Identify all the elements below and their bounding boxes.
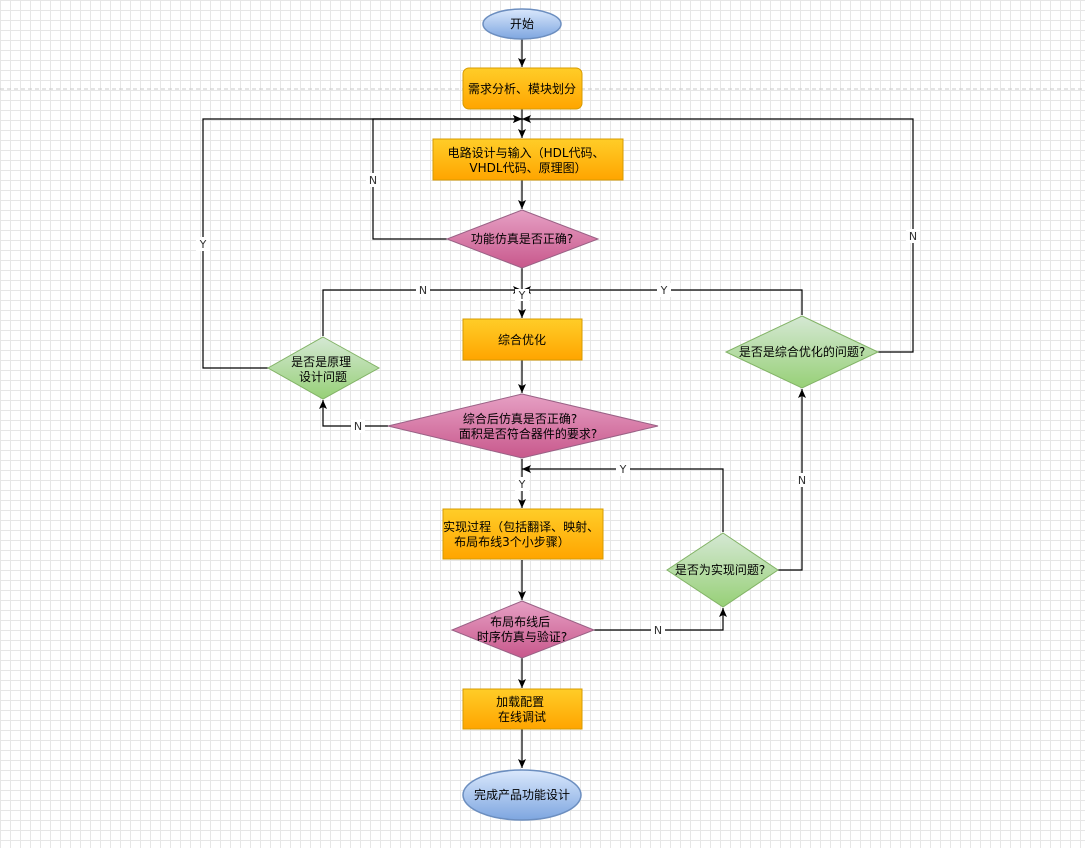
post-synth-decision: 综合后仿真是否正确? 面积是否符合器件的要求? (387, 393, 659, 459)
synth-issue-decision-label: 是否是综合优化的问题? (739, 344, 865, 359)
svg-text:布局布线后 时序仿真与验证?: 布局布线后 时序仿真与验证? (477, 615, 567, 644)
requirements-node-label: 需求分析、模块划分 (468, 82, 576, 96)
post-synth-label-line1: 综合后仿真是否正确? (463, 411, 577, 426)
edge-label-postsynth-yes: Y (518, 478, 526, 491)
svg-text:电路设计与输入（HDL代码、 VHDL代码、原理: 电路设计与输入（HDL代码、 VHDL代码、原理图） (448, 145, 609, 175)
svg-text:综合后仿真是否正确? 面积是否符合器件的要求?: 综合后仿真是否正确? 面积是否符合器件的要求? (459, 411, 597, 441)
func-sim-decision: 功能仿真是否正确? (445, 209, 600, 269)
implementation-label-line1: 实现过程（包括翻译、映射、 (443, 519, 599, 534)
circuit-design-label-line2: VHDL代码、原理图） (469, 161, 586, 175)
edge-synthissue-yes (522, 286, 803, 315)
impl-issue-decision-label: 是否为实现问题? (675, 562, 765, 577)
svg-text:加载配置 在线调试: 加载配置 在线调试 (496, 695, 548, 724)
start-node: 开始 (482, 8, 562, 40)
timing-decision: 布局布线后 时序仿真与验证? (450, 600, 596, 659)
edge-label-synthissue-no: N (909, 230, 917, 243)
configure-label-line1: 加载配置 (496, 695, 544, 709)
edge-label-schematic-no: N (419, 284, 427, 297)
synthesis-node: 综合优化 (462, 318, 583, 361)
finish-node-label: 完成产品功能设计 (474, 787, 570, 802)
circuit-design-label-line1: 电路设计与输入（HDL代码、 (448, 145, 605, 160)
svg-text:实现过程（包括翻译、映射、 布局布线3个小步骤）: 实现过程（包括翻译、映射、 布局布线3个小步骤） (443, 519, 603, 549)
start-node-label: 开始 (510, 17, 534, 31)
edge-implissue-no (778, 389, 806, 571)
schematic-issue-label-line2: 设计问题 (299, 370, 347, 384)
post-synth-label-line2: 面积是否符合器件的要求? (459, 426, 597, 441)
svg-text:是否是原理 设计问题: 是否是原理 设计问题 (291, 355, 355, 384)
edge-label-implissue-no: N (798, 474, 806, 487)
schematic-issue-label-line1: 是否是原理 (291, 355, 351, 369)
timing-label-line1: 布局布线后 (490, 615, 550, 629)
implementation-label-line2: 布局布线3个小步骤） (454, 535, 570, 549)
edge-label-implissue-yes: Y (619, 463, 627, 476)
edge-label-timing-no: N (654, 624, 662, 637)
circuit-design-node: 电路设计与输入（HDL代码、 VHDL代码、原理图） (432, 138, 624, 181)
edge-label-postsynth-no: N (354, 420, 362, 433)
edge-label-schematic-yes: Y (199, 238, 207, 251)
edge-postsynth-no (319, 400, 388, 427)
requirements-node: 需求分析、模块划分 (462, 67, 583, 110)
edge-implissue-yes (522, 465, 724, 532)
edge-label-funcsim-no: N (369, 174, 377, 187)
edge-schematic-no (322, 286, 522, 336)
configure-label-line2: 在线调试 (498, 709, 546, 724)
impl-issue-decision: 是否为实现问题? (666, 532, 779, 608)
configure-node: 加载配置 在线调试 (462, 688, 583, 730)
implementation-node: 实现过程（包括翻译、映射、 布局布线3个小步骤） (442, 508, 604, 560)
schematic-issue-decision: 是否是原理 设计问题 (266, 336, 381, 400)
edge-label-funcsim-yes: Y (518, 289, 526, 302)
timing-label-line2: 时序仿真与验证? (477, 629, 567, 644)
edge-labels: N Y N N Y Y N Y Y N N (196, 173, 920, 637)
synth-issue-decision: 是否是综合优化的问题? (724, 315, 880, 389)
edge-label-synthissue-yes: Y (660, 284, 668, 297)
finish-node: 完成产品功能设计 (462, 769, 582, 821)
func-sim-decision-label: 功能仿真是否正确? (471, 232, 573, 246)
synthesis-node-label: 综合优化 (498, 332, 546, 347)
edge-timing-no (594, 608, 727, 631)
